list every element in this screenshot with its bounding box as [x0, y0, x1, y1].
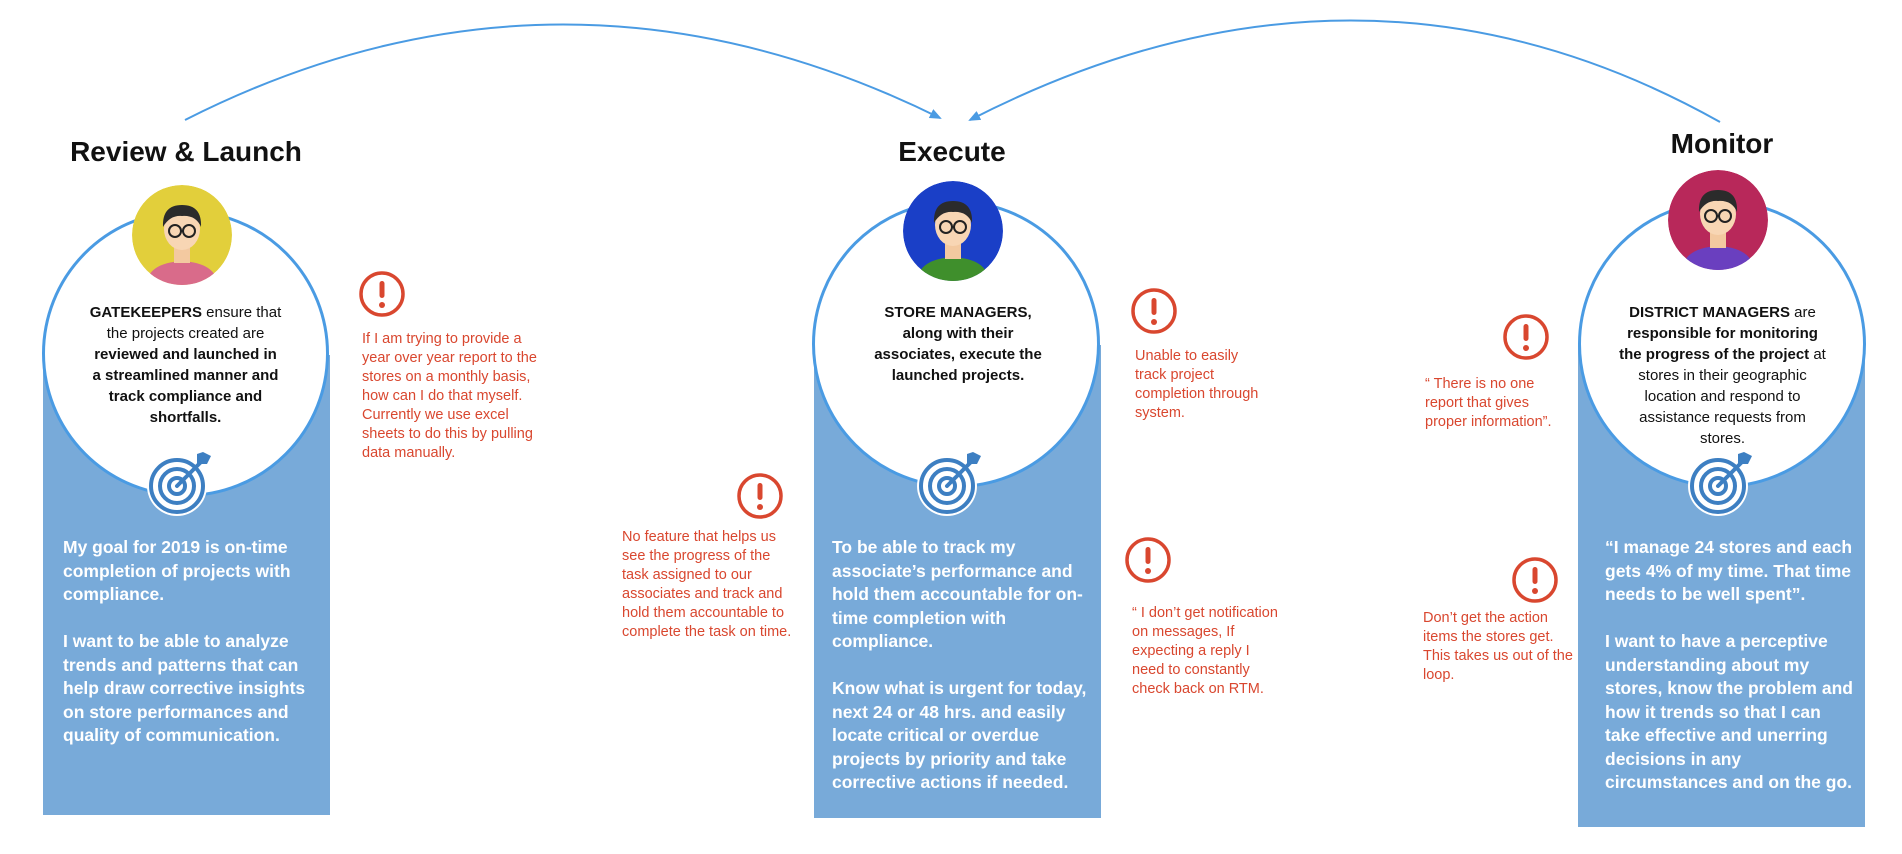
exclamation-alert-icon — [1131, 288, 1177, 334]
goal-text-monitor: “I manage 24 stores and each gets 4% of … — [1605, 537, 1853, 792]
exclamation-alert-icon — [1512, 557, 1558, 603]
desc-text: ensure that the projects created are — [106, 304, 282, 342]
desc-text: at stores in their geographic location a… — [1638, 346, 1826, 447]
target-icon — [1686, 448, 1756, 518]
persona-description-execute: STORE MANAGERS, along with their associa… — [868, 302, 1048, 386]
persona-avatar-icon — [903, 181, 1003, 281]
pain-point-text: If I am trying to provide a year over ye… — [362, 331, 537, 461]
target-icon — [145, 448, 215, 518]
stage-title-execute: Execute — [898, 136, 1006, 167]
arrow-review-to-execute — [184, 23, 942, 121]
persona-role-district-managers: DISTRICT MANAGERS — [1629, 304, 1790, 321]
pain-point-text: No feature that helps us see the progres… — [622, 529, 792, 640]
persona-description-review-launch: GATEKEEPERS ensure that the projects cre… — [88, 302, 283, 428]
desc-emphasis: reviewed and launched in a streamlined m… — [92, 346, 279, 426]
persona-role-gatekeepers: GATEKEEPERS — [89, 304, 203, 321]
pain-point-text: Don’t get the action items the stores ge… — [1423, 610, 1573, 683]
goal-text-execute: To be able to track my associate’s perfo… — [832, 537, 1087, 792]
persona-role-store-managers: STORE MANAGERS, — [884, 304, 1032, 321]
persona-avatar-icon — [1668, 170, 1768, 270]
target-icon — [915, 448, 985, 518]
persona-avatar-icon — [132, 185, 232, 285]
stage-title-monitor: Monitor — [1670, 128, 1774, 159]
goal-text-review-launch: My goal for 2019 is on-time completion o… — [63, 537, 306, 745]
pain-point-text: Unable to easily track project completio… — [1135, 348, 1259, 421]
desc-emphasis: along with their associates, execute the… — [874, 325, 1042, 384]
persona-description-monitor: DISTRICT MANAGERS are responsible for mo… — [1615, 302, 1830, 449]
exclamation-alert-icon — [1125, 537, 1171, 583]
exclamation-alert-icon — [1503, 314, 1549, 360]
pain-point-text: “ There is no one report that gives prop… — [1425, 376, 1552, 430]
exclamation-alert-icon — [359, 271, 405, 317]
desc-text: are — [1789, 304, 1816, 321]
arrow-monitor-to-execute — [968, 19, 1721, 123]
stage-title-review-launch: Review & Launch — [70, 136, 302, 167]
pain-point-text: “ I don’t get notification on messages, … — [1132, 605, 1278, 697]
exclamation-alert-icon — [737, 473, 783, 519]
desc-emphasis: responsible for monitoring the progress … — [1619, 325, 1818, 363]
